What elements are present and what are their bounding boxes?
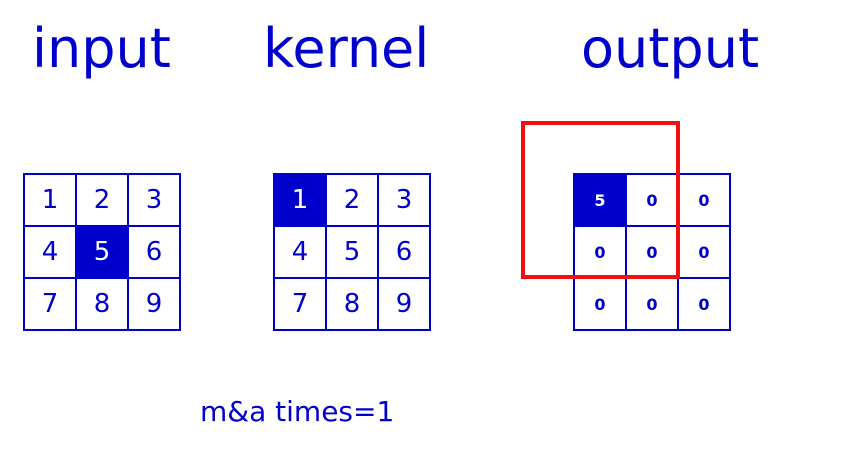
kernel-matrix-cell: 9 xyxy=(379,279,431,331)
input-matrix-cell: 9 xyxy=(129,279,181,331)
input-matrix-cell: 5 xyxy=(77,227,129,279)
multiply-accumulate-caption: m&a times=1 xyxy=(200,395,395,428)
kernel-matrix-cell: 4 xyxy=(275,227,327,279)
input-title: input xyxy=(32,17,171,80)
kernel-title: kernel xyxy=(263,17,430,80)
output-matrix-cell: 0 xyxy=(679,175,731,227)
output-matrix-cell: 0 xyxy=(679,227,731,279)
input-matrix-cell: 7 xyxy=(25,279,77,331)
output-matrix-cell: 5 xyxy=(575,175,627,227)
output-title: output xyxy=(581,17,760,80)
output-matrix-cell: 0 xyxy=(627,279,679,331)
output-matrix-cell: 0 xyxy=(679,279,731,331)
output-matrix-cell: 0 xyxy=(575,279,627,331)
input-matrix-cell: 3 xyxy=(129,175,181,227)
kernel-matrix-cell: 3 xyxy=(379,175,431,227)
kernel-matrix-cell: 7 xyxy=(275,279,327,331)
kernel-matrix-cell: 8 xyxy=(327,279,379,331)
sliding-window-frame xyxy=(521,121,680,279)
kernel-matrix-cell: 1 xyxy=(275,175,327,227)
input-matrix-cell: 8 xyxy=(77,279,129,331)
input-matrix-cell: 6 xyxy=(129,227,181,279)
kernel-matrix-cell: 5 xyxy=(327,227,379,279)
input-matrix-cell: 1 xyxy=(25,175,77,227)
input-matrix-cell: 4 xyxy=(25,227,77,279)
kernel-matrix-cell: 2 xyxy=(327,175,379,227)
kernel-matrix-cell: 6 xyxy=(379,227,431,279)
input-matrix-cell: 2 xyxy=(77,175,129,227)
